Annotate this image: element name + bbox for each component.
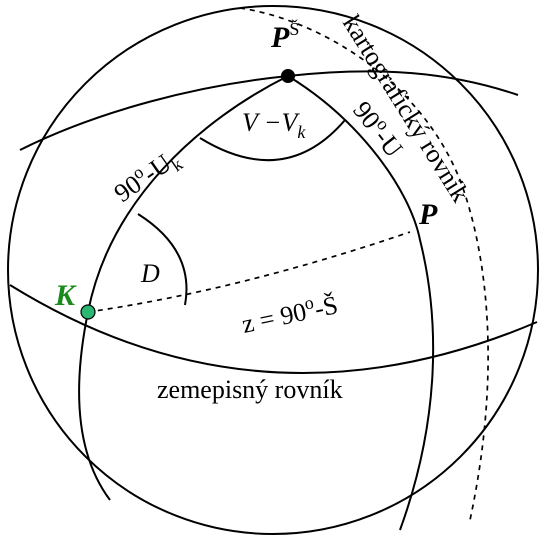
angle-d-label: D: [140, 259, 160, 288]
distance-label: z = 90o-Š: [239, 287, 341, 339]
angle-arc-top: [199, 119, 346, 162]
arc-uk-label: 90o-Uk: [107, 141, 186, 211]
sphere-outline: [7, 5, 539, 535]
geo-equator-label: zemepisný rovník: [157, 375, 343, 404]
meridian-through-k: [78, 75, 289, 501]
pole-label: PŠ: [270, 18, 299, 54]
point-p-label: P: [418, 198, 438, 231]
point-k-label: K: [54, 279, 77, 312]
distance-k-p: [87, 231, 411, 313]
point-k-dot: [80, 304, 96, 320]
cartographic-equator-dashed: [239, 7, 489, 521]
geographic-equator: [9, 284, 538, 374]
angle-top-label: V −Vk: [242, 108, 306, 142]
meridian-through-p: [287, 75, 435, 531]
pole-point: [281, 69, 295, 83]
